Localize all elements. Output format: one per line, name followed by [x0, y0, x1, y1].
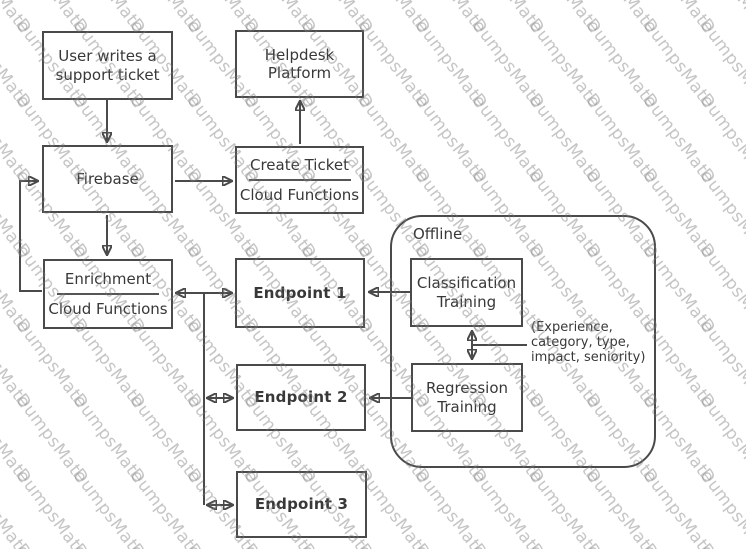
node-label: Regression	[425, 379, 509, 398]
node-label: Helpdesk	[264, 45, 335, 64]
node-helpdesk-platform: Helpdesk Platform	[235, 30, 364, 98]
annotation-line: category, type,	[531, 335, 630, 351]
watermark-text: DumpsMate	[125, 390, 206, 488]
arrow-enrichment-to-firebase-loop	[19, 181, 42, 292]
watermark-text: DumpsMate	[11, 315, 92, 413]
watermark-text: DumpsMate	[695, 465, 746, 549]
node-endpoint-3: Endpoint 3	[236, 471, 367, 538]
watermark-text: DumpsMate	[638, 465, 719, 549]
watermark-text: DumpsMate	[524, 90, 605, 188]
node-label: support ticket	[55, 65, 160, 84]
watermark-text: DumpsMate	[524, 15, 605, 113]
node-label: Classification	[416, 274, 517, 293]
node-enrichment-cloud-functions: Enrichment Cloud Functions	[43, 259, 173, 329]
watermark-text: DumpsMate	[0, 165, 35, 263]
node-label: Training	[437, 397, 497, 416]
watermark-text: DumpsMate	[638, 540, 718, 549]
watermark-text: DumpsMate	[0, 540, 34, 549]
watermark-text: DumpsMate	[581, 0, 661, 37]
node-endpoint-1: Endpoint 1	[235, 258, 365, 328]
watermark-text: DumpsMate	[695, 540, 746, 549]
watermark-text: DumpsMate	[239, 540, 319, 549]
node-create-ticket-cloud-functions: Create Ticket Cloud Functions	[235, 146, 364, 214]
watermark-text: DumpsMate	[353, 15, 434, 113]
watermark-text: DumpsMate	[182, 540, 262, 549]
node-divider-line	[57, 293, 159, 295]
node-label: Firebase	[76, 169, 139, 188]
watermark-text: DumpsMate	[0, 0, 34, 37]
node-firebase: Firebase	[42, 145, 173, 213]
node-label: Training	[436, 292, 497, 311]
watermark-text: DumpsMate	[638, 90, 719, 188]
watermark-text: DumpsMate	[467, 15, 548, 113]
watermark-text: DumpsMate	[353, 540, 433, 549]
node-label-top: Create Ticket	[250, 155, 349, 174]
watermark-text: DumpsMate	[638, 0, 718, 37]
watermark-text: DumpsMate	[581, 90, 662, 188]
watermark-text: DumpsMate	[467, 90, 548, 188]
watermark-text: DumpsMate	[524, 540, 604, 549]
watermark-text: DumpsMate	[125, 540, 205, 549]
offline-group-container: Offline	[390, 215, 656, 468]
watermark-text: DumpsMate	[695, 240, 746, 338]
offline-group-label: Offline	[413, 225, 463, 243]
watermark-text: DumpsMate	[695, 15, 746, 113]
node-user-writes-ticket: User writes a support ticket	[42, 31, 173, 100]
node-label-bottom: Cloud Functions	[48, 300, 168, 318]
watermark-text: DumpsMate	[0, 15, 35, 113]
watermark-text: DumpsMate	[467, 0, 547, 37]
watermark-text: DumpsMate	[581, 465, 662, 549]
watermark-text: DumpsMate	[11, 465, 92, 549]
watermark-text: DumpsMate	[0, 390, 35, 488]
watermark-text: DumpsMate	[695, 315, 746, 413]
watermark-text: DumpsMate	[524, 465, 605, 549]
watermark-text: DumpsMate	[695, 90, 746, 188]
node-regression-training: Regression Training	[411, 363, 523, 432]
node-label: Endpoint 1	[253, 283, 347, 302]
watermark-text: DumpsMate	[524, 0, 604, 37]
watermark-text: DumpsMate	[353, 90, 434, 188]
watermark-text: DumpsMate	[0, 240, 35, 338]
watermark-text: DumpsMate	[467, 540, 547, 549]
node-label: User writes a	[58, 47, 157, 66]
watermark-text: DumpsMate	[695, 0, 746, 37]
watermark-text: DumpsMate	[296, 540, 376, 549]
node-label: Endpoint 3	[254, 495, 349, 514]
watermark-text: DumpsMate	[353, 0, 433, 37]
watermark-text: DumpsMate	[11, 540, 91, 549]
watermark-text: DumpsMate	[0, 90, 35, 188]
watermark-text: DumpsMate	[11, 390, 92, 488]
node-label-top: Enrichment	[64, 269, 152, 288]
training-parameters-annotation: (Experience, category, type, impact, sen…	[531, 320, 671, 366]
watermark-text: DumpsMate	[0, 315, 35, 413]
node-label: Endpoint 2	[254, 388, 348, 407]
node-label-bottom: Cloud Functions	[239, 186, 360, 204]
node-classification-training: Classification Training	[410, 258, 523, 327]
annotation-line: (Experience,	[531, 320, 613, 335]
watermark-text: DumpsMate	[125, 315, 206, 413]
watermark-text: DumpsMate	[410, 90, 491, 188]
watermark-text: DumpsMate	[410, 15, 491, 113]
watermark-text: DumpsMate	[410, 0, 490, 37]
watermark-text: DumpsMate	[125, 465, 206, 549]
watermark-text: DumpsMate	[68, 465, 149, 549]
node-divider-line	[248, 179, 351, 181]
watermark-text: DumpsMate	[695, 390, 746, 488]
watermark-text: DumpsMate	[410, 540, 490, 549]
watermark-text: DumpsMate	[581, 15, 662, 113]
watermark-text: DumpsMate	[410, 465, 491, 549]
watermark-text: DumpsMate	[581, 540, 661, 549]
watermark-text: DumpsMate	[638, 15, 719, 113]
watermark-text: DumpsMate	[695, 165, 746, 263]
watermark-text: DumpsMate	[68, 390, 149, 488]
watermark-text: DumpsMate	[0, 465, 35, 549]
watermark-text: DumpsMate	[68, 540, 148, 549]
node-label: Platform	[267, 64, 332, 82]
watermark-text: DumpsMate	[467, 465, 548, 549]
node-endpoint-2: Endpoint 2	[236, 364, 366, 431]
annotation-line: impact, seniority)	[531, 350, 646, 366]
watermark-text: DumpsMate	[68, 315, 149, 413]
